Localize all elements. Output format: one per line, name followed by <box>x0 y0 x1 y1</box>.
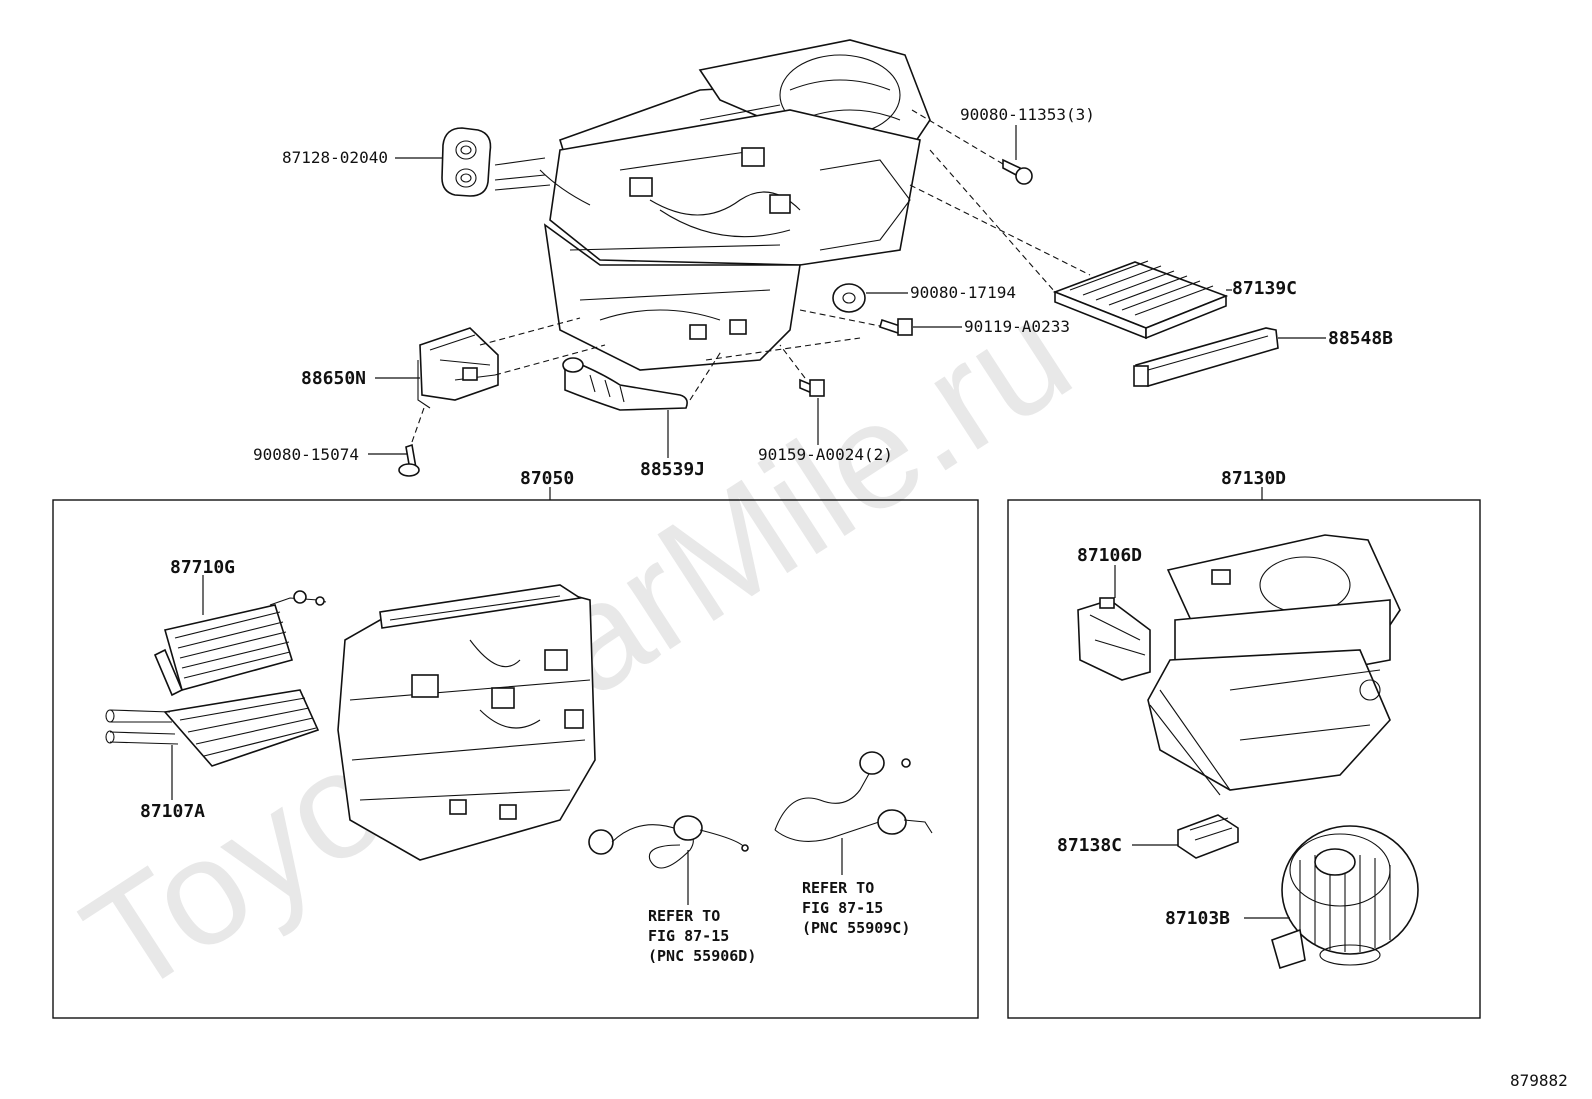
filter-part-87139c <box>1052 260 1229 340</box>
ref-text-55909c-line1: REFER TO <box>802 879 874 897</box>
ref-text-55906d-line2: FIG 87-15 <box>648 927 729 945</box>
label-90159-a0024: 90159-A0024(2) <box>758 445 893 464</box>
label-87139c: 87139C <box>1232 278 1297 299</box>
resistor-part-87138c <box>1177 814 1239 859</box>
label-90080-15074: 90080-15074 <box>253 445 359 464</box>
blower-housing-assembly <box>1147 534 1401 796</box>
assembly-box-87130d <box>1007 499 1481 1019</box>
label-90080-11353: 90080-11353(3) <box>960 105 1095 124</box>
screw-part-90080-15074 <box>398 443 420 477</box>
bracket-part-88548b <box>1133 327 1279 387</box>
actuator-part-88650n <box>417 327 499 409</box>
ref-text-55909c-line3: (PNC 55909C) <box>802 919 910 937</box>
hose-part-88539j <box>562 357 688 411</box>
label-87138c: 87138C <box>1057 835 1122 856</box>
nut-part-90080-17194 <box>832 283 866 313</box>
grommet-part-87128 <box>441 127 492 197</box>
hvac-unit-assembly <box>494 39 931 371</box>
label-87107a: 87107A <box>140 801 205 822</box>
label-87130d: 87130D <box>1221 468 1286 489</box>
screw-part-90080-11353 <box>1002 158 1033 185</box>
label-87710g: 87710G <box>170 557 235 578</box>
blower-motor-part-87103b <box>1271 825 1419 970</box>
label-87103b: 87103B <box>1165 908 1230 929</box>
label-87106d: 87106D <box>1077 545 1142 566</box>
drawing-number: 879882 <box>1510 1071 1568 1090</box>
label-90119-a0233: 90119-A0233 <box>964 317 1070 336</box>
evaporator-part-87710g <box>153 590 327 697</box>
label-87050: 87050 <box>520 468 574 489</box>
bolt-part-90119-a0233 <box>879 318 913 336</box>
wire-harness-55906d <box>588 815 749 869</box>
ref-text-55906d-line3: (PNC 55906D) <box>648 947 756 965</box>
wire-harness-55909c <box>774 751 933 842</box>
label-87128-02040: 87128-02040 <box>282 148 388 167</box>
ref-text-55909c-line2: FIG 87-15 <box>802 899 883 917</box>
servo-part-87106d <box>1077 597 1151 681</box>
label-88650n: 88650N <box>301 368 366 389</box>
heater-core-part-87107a <box>105 689 320 767</box>
bolt-part-90159-a0024 <box>799 378 825 397</box>
assembly-box-87050 <box>52 499 979 1019</box>
ref-text-55906d-line1: REFER TO <box>648 907 720 925</box>
label-90080-17194: 90080-17194 <box>910 283 1016 302</box>
hvac-case-center <box>337 584 596 861</box>
label-88539j: 88539J <box>640 459 705 480</box>
label-88548b: 88548B <box>1328 328 1393 349</box>
